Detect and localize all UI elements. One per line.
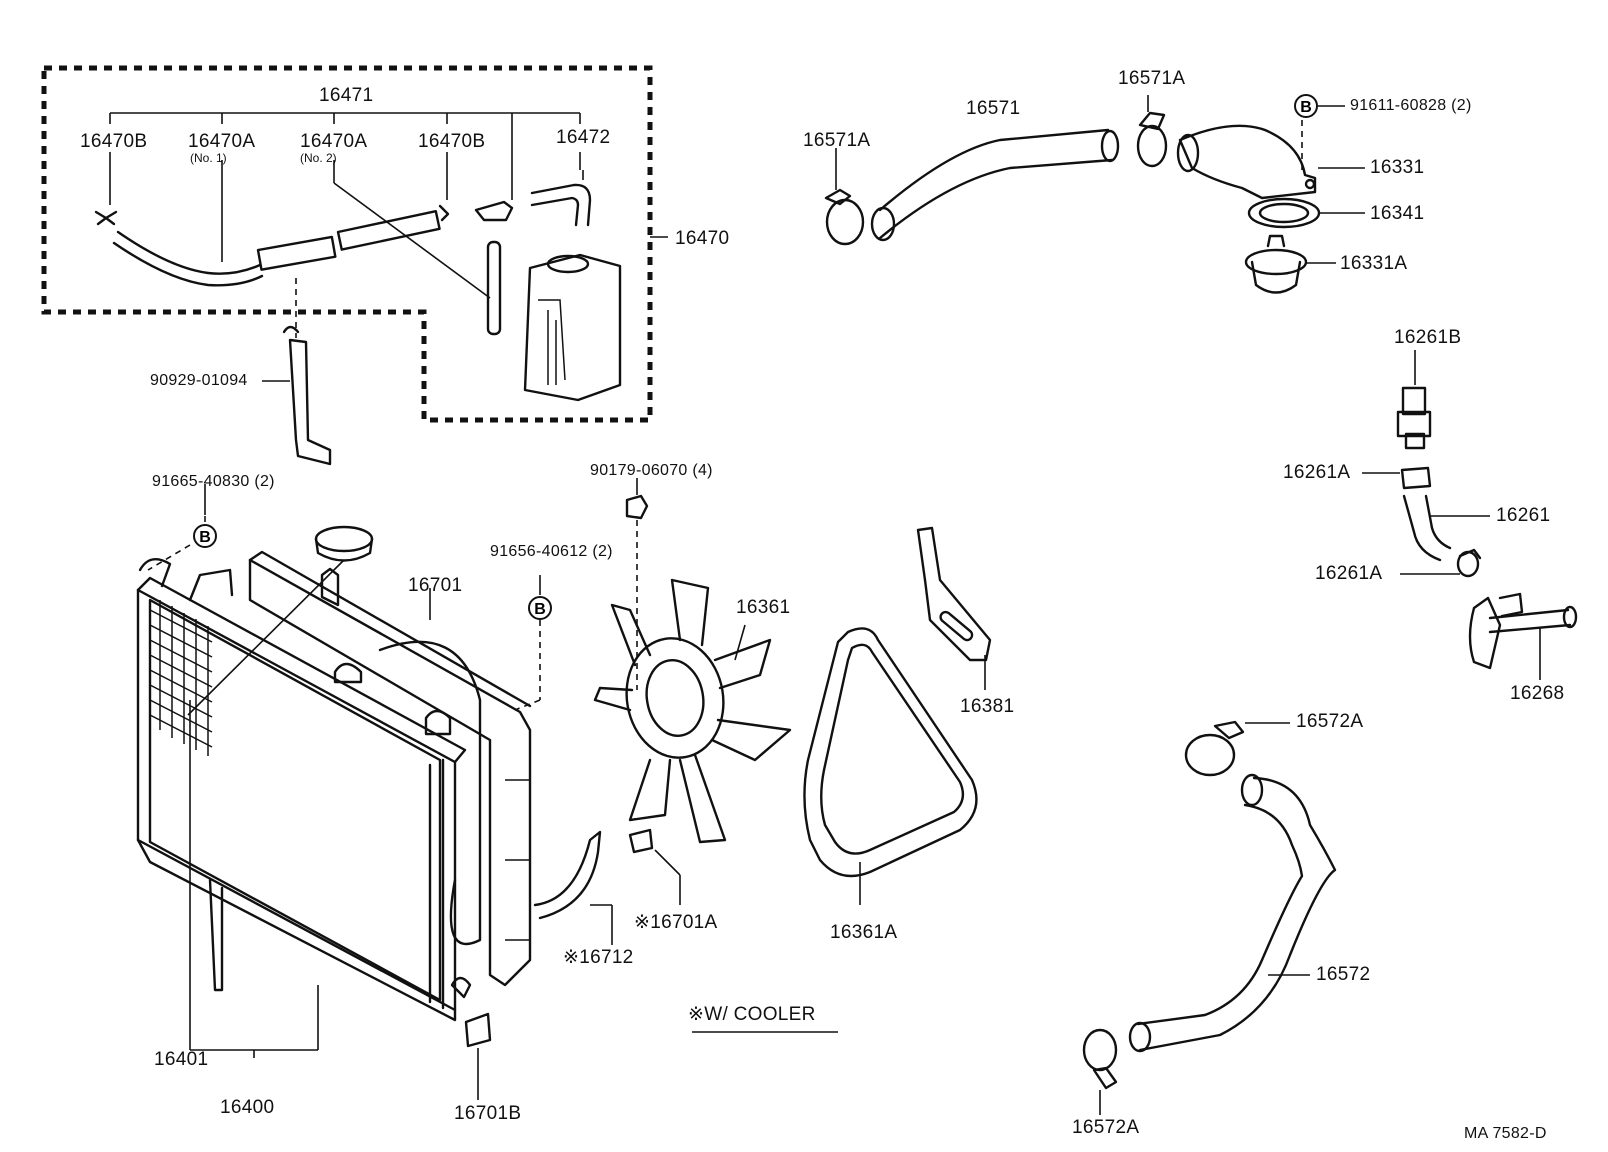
label-16571: 16571 — [966, 98, 1021, 119]
bracket-16381 — [916, 526, 992, 662]
radiator-assembly — [136, 558, 472, 1022]
label-16341: 16341 — [1370, 203, 1425, 224]
clamp-16261A-top — [1400, 466, 1432, 490]
gasket-16341 — [1247, 197, 1321, 229]
label-16361A: 16361A — [830, 922, 898, 943]
clamp-16261A-bottom — [1456, 548, 1482, 578]
label-16471: 16471 — [319, 85, 374, 106]
sensor-16261B — [1396, 386, 1432, 450]
overflow-hose-no2 — [336, 210, 441, 251]
clip-right — [438, 204, 450, 222]
cap-valve — [474, 200, 514, 222]
bolt-90179 — [625, 494, 649, 520]
label-16572A-top: 16572A — [1296, 711, 1364, 732]
label-16470A-no2: 16470A — [300, 131, 368, 152]
hose-16571 — [870, 128, 1120, 242]
clamp-16572A-top — [1184, 720, 1245, 777]
label-16701: 16701 — [408, 575, 463, 596]
tube-vertical — [486, 240, 502, 336]
label-16572: 16572 — [1316, 964, 1371, 985]
label-16400: 16400 — [220, 1097, 275, 1118]
water-outlet-16331 — [1176, 124, 1317, 200]
label-w-cooler: ※W/ COOLER — [688, 1004, 816, 1025]
reservoir-tank — [523, 253, 622, 402]
label-16470B-right: 16470B — [418, 131, 486, 152]
svg-text:B: B — [1300, 99, 1312, 116]
label-16470A-no1: 16470A — [188, 131, 256, 152]
hose-16472 — [530, 183, 592, 227]
reservoir-kit-boundary — [41, 65, 653, 423]
label-16701B: 16701B — [454, 1103, 522, 1124]
bolt-mark-b1: B — [193, 524, 217, 548]
label-16572A-bottom: 16572A — [1072, 1117, 1140, 1138]
label-16361: 16361 — [736, 597, 791, 618]
label-16472: 16472 — [556, 127, 611, 148]
radiator-cap — [314, 525, 374, 562]
clip-16701B — [464, 1012, 492, 1048]
label-91665-40830: 91665-40830 (2) — [152, 473, 275, 490]
label-16261B: 16261B — [1394, 327, 1462, 348]
label-90179-06070: 90179-06070 (4) — [590, 462, 713, 479]
label-16381: 16381 — [960, 696, 1015, 717]
label-16571A-left: 16571A — [803, 130, 871, 151]
bracket-90929 — [282, 325, 332, 466]
cooling-fan — [593, 578, 792, 844]
label-16470: 16470 — [675, 228, 730, 249]
label-16331A: 16331A — [1340, 253, 1408, 274]
bracket-16701A — [628, 828, 654, 854]
svg-text:B: B — [199, 529, 211, 546]
fan-shroud — [248, 550, 532, 987]
label-no1: (No. 1) — [190, 151, 227, 165]
leader-16471 — [109, 112, 581, 200]
label-16712: ※16712 — [563, 947, 634, 968]
water-pipe-16268 — [1468, 592, 1578, 670]
label-16401: 16401 — [154, 1049, 209, 1070]
label-16701A: ※16701A — [634, 912, 718, 933]
guard-16712 — [533, 830, 602, 920]
bolt-mark-b2: B — [528, 596, 552, 620]
clamp-16571A-top — [1136, 111, 1168, 168]
label-no2: (No. 2) — [300, 151, 337, 165]
label-16331: 16331 — [1370, 157, 1425, 178]
label-16261A-bottom: 16261A — [1315, 563, 1383, 584]
label-16268: 16268 — [1510, 683, 1565, 704]
hose-16572 — [1128, 773, 1337, 1053]
overflow-hose-no1 — [112, 230, 337, 287]
label-91611-60828: 91611-60828 (2) — [1350, 97, 1472, 114]
label-90929-01094: 90929-01094 — [150, 372, 248, 389]
reference-code: MA 7582-D — [1464, 1125, 1547, 1142]
label-16261A-top: 16261A — [1283, 462, 1351, 483]
label-91656-40612: 91656-40612 (2) — [490, 543, 613, 560]
thermostat-16331A — [1244, 234, 1308, 294]
label-16571A-top: 16571A — [1118, 68, 1186, 89]
svg-text:B: B — [534, 601, 546, 618]
label-16470B-left: 16470B — [80, 131, 148, 152]
clip-left — [94, 210, 118, 226]
drive-belt — [803, 627, 978, 878]
clamp-16571A-left — [824, 188, 865, 246]
bolt-mark-b3: B — [1294, 94, 1318, 118]
clamp-16572A-bottom — [1082, 1028, 1118, 1090]
label-16261: 16261 — [1496, 505, 1551, 526]
hose-16261 — [1402, 494, 1452, 562]
